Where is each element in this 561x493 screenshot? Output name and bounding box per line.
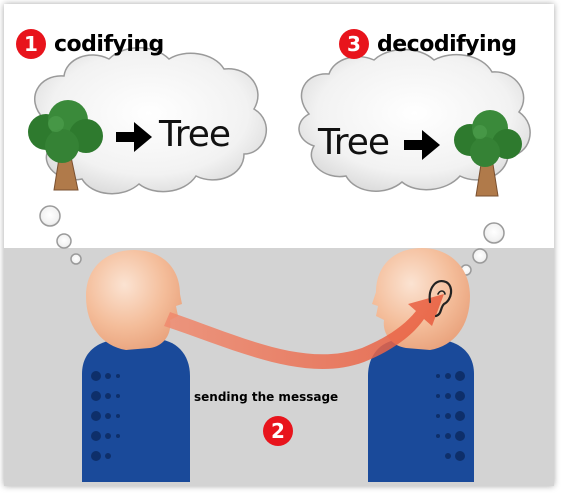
left-person	[82, 250, 190, 482]
curved-arrow-icon	[164, 294, 444, 369]
step-3-label: 3 decodifying	[339, 29, 517, 59]
step-3-text: decodifying	[377, 31, 517, 57]
step-1-badge: 1	[16, 29, 46, 59]
sending-message-label: sending the message	[194, 390, 339, 404]
communication-scene	[28, 47, 531, 482]
step-3-badge: 3	[339, 29, 369, 59]
step-1-text: codifying	[54, 31, 164, 57]
right-tree-word: Tree	[318, 122, 390, 163]
diagram-frame: 1 codifying 3 decodifying Tree Tree send…	[4, 4, 554, 486]
step-1-label: 1 codifying	[16, 29, 164, 59]
step-2-badge: 2	[263, 416, 293, 446]
left-tree-word: Tree	[159, 114, 231, 155]
right-person	[368, 248, 474, 482]
tree-icon	[454, 110, 522, 197]
arrow-right-icon	[404, 130, 440, 160]
ear-icon	[428, 280, 453, 318]
arrow-right-icon	[116, 122, 152, 152]
thought-bubble-icon	[31, 47, 268, 265]
tree-icon	[28, 100, 103, 191]
